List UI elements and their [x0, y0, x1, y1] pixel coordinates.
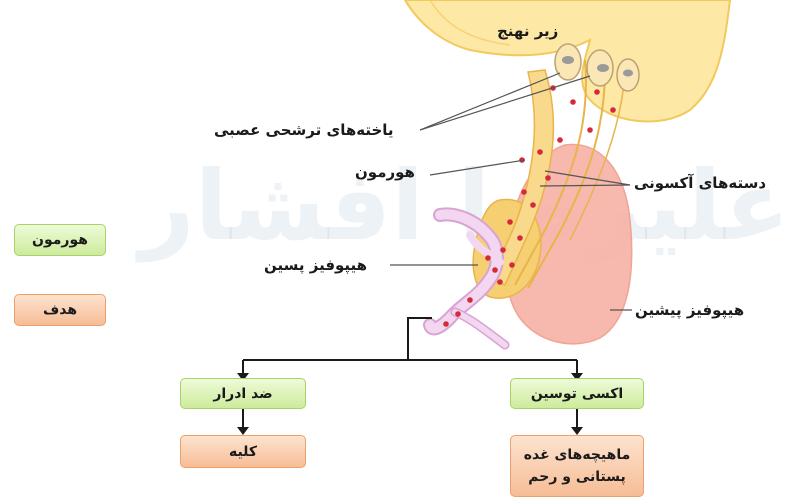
antidiuretic-hormone-box: ضد ادرار: [180, 378, 306, 409]
label-anterior-pituitary: هیپوفیز پیشین: [635, 301, 744, 319]
flow-connectors: [243, 318, 577, 428]
legend-target-box: هدف: [14, 294, 106, 326]
muscles-target-line1: ماهیچه‌های غده: [524, 444, 631, 466]
label-hormone: هورمون: [355, 163, 415, 181]
oxytocin-hormone-box: اکسی توسین: [510, 378, 644, 409]
label-posterior-pituitary: هیپوفیز پسین: [264, 256, 367, 274]
muscles-target-box: ماهیچه‌های غده پستانی و رحم: [510, 435, 644, 497]
label-axon-bundles: دسته‌های آکسونی: [634, 174, 766, 192]
legend-hormone-box: هورمون: [14, 224, 106, 256]
label-hypothalamus: زیر نهنج: [497, 22, 558, 40]
muscles-target-line2: پستانی و رحم: [528, 466, 625, 488]
portal-vessels: [430, 214, 505, 345]
kidney-target-box: کلیه: [180, 435, 306, 468]
label-neurosecretory-cells: یاخته‌های ترشحی عصبی: [214, 121, 394, 139]
